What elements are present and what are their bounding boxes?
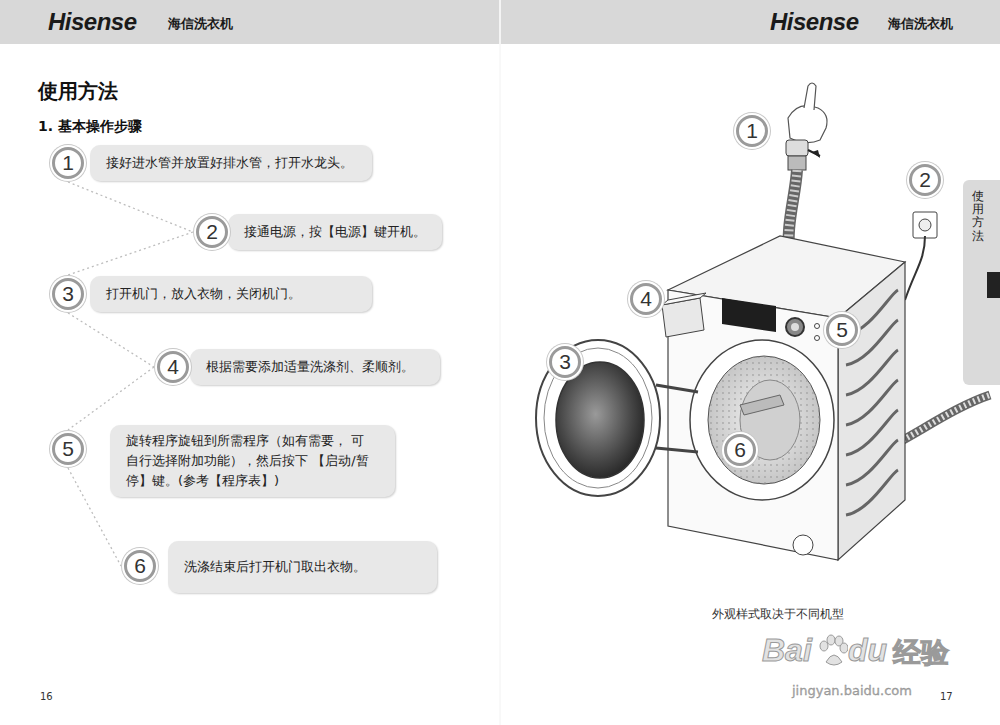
step-box: 根据需要添加适量洗涤剂、柔顺剂。 bbox=[190, 349, 440, 385]
callout-number: 2 bbox=[909, 164, 941, 196]
callout-number: 4 bbox=[157, 351, 189, 383]
step-box: 打开机门，放入衣物，关闭机门。 bbox=[90, 276, 372, 312]
callout-text: 4 bbox=[167, 355, 179, 379]
dotted-connector bbox=[68, 313, 154, 367]
callout-number: 6 bbox=[124, 550, 156, 582]
watermark: du bbox=[848, 632, 887, 669]
callout-number: 5 bbox=[826, 314, 858, 346]
page-number: 17 bbox=[940, 691, 953, 702]
callout-text: 1 bbox=[746, 119, 758, 143]
step-text: 接通电源，按【电源】键开机。 bbox=[244, 222, 426, 242]
side-tab: 使用方法 bbox=[963, 180, 1000, 385]
step-text: 打开机门，放入衣物，关闭机门。 bbox=[106, 284, 301, 304]
step-text: 洗涤结束后打开机门取出衣物。 bbox=[184, 557, 366, 577]
step-box: 接通电源，按【电源】键开机。 bbox=[228, 214, 442, 250]
callout-number: 1 bbox=[736, 115, 768, 147]
watermark-url: jingyan.baidu.com bbox=[792, 683, 912, 698]
brand-logo: Hisense bbox=[48, 8, 137, 36]
callout-text: 6 bbox=[134, 554, 146, 578]
side-rib bbox=[846, 470, 898, 515]
callout-number: 2 bbox=[196, 216, 228, 248]
callout-text: 3 bbox=[62, 282, 74, 306]
dotted-connector bbox=[68, 367, 154, 430]
step-box: 接好进水管并放置好排水管，打开水龙头。 bbox=[90, 145, 372, 181]
callout-number: 5 bbox=[52, 433, 84, 465]
callout-number: 1 bbox=[52, 147, 84, 179]
callout-number: 6 bbox=[724, 434, 756, 466]
callout-text: 3 bbox=[559, 350, 571, 374]
callout-text: 2 bbox=[206, 220, 218, 244]
dotted-connector bbox=[68, 182, 193, 232]
brand-text: 海信洗衣机 bbox=[888, 15, 953, 33]
step-text: 接好进水管并放置好排水管，打开水龙头。 bbox=[106, 153, 353, 173]
callout-number: 3 bbox=[52, 278, 84, 310]
callout-number: 3 bbox=[549, 346, 581, 378]
callout-text: 4 bbox=[640, 287, 652, 311]
watermark: Bai bbox=[762, 632, 812, 669]
callout-text: 5 bbox=[62, 437, 74, 461]
brand-logo: Hisense bbox=[770, 8, 859, 36]
callout-text: 6 bbox=[734, 438, 746, 462]
step-text: 根据需要添加适量洗涤剂、柔顺剂。 bbox=[206, 357, 414, 377]
tab-marker bbox=[987, 272, 1000, 298]
tab-text: 使用方法 bbox=[972, 190, 984, 243]
step-text: 旋转程序旋钮到所需程序（如有需要， 可自行选择附加功能），然后按下 【启动/暂停… bbox=[126, 431, 376, 491]
watermark: 经验 bbox=[893, 634, 949, 672]
callout-text: 1 bbox=[62, 151, 74, 175]
figure-caption: 外观样式取决于不同机型 bbox=[712, 606, 844, 623]
section-heading: 1. 基本操作步骤 bbox=[38, 118, 142, 136]
watermark-paw bbox=[818, 634, 848, 668]
step-box: 洗涤结束后打开机门取出衣物。 bbox=[168, 541, 437, 593]
callout-text: 5 bbox=[836, 318, 848, 342]
page-number: 16 bbox=[40, 691, 53, 702]
callout-text: 2 bbox=[919, 168, 931, 192]
dotted-connector bbox=[68, 232, 193, 275]
page-title: 使用方法 bbox=[38, 78, 118, 105]
callout-number: 4 bbox=[630, 283, 662, 315]
brand-text: 海信洗衣机 bbox=[168, 15, 233, 33]
step-box: 旋转程序旋钮到所需程序（如有需要， 可自行选择附加功能），然后按下 【启动/暂停… bbox=[110, 425, 395, 497]
